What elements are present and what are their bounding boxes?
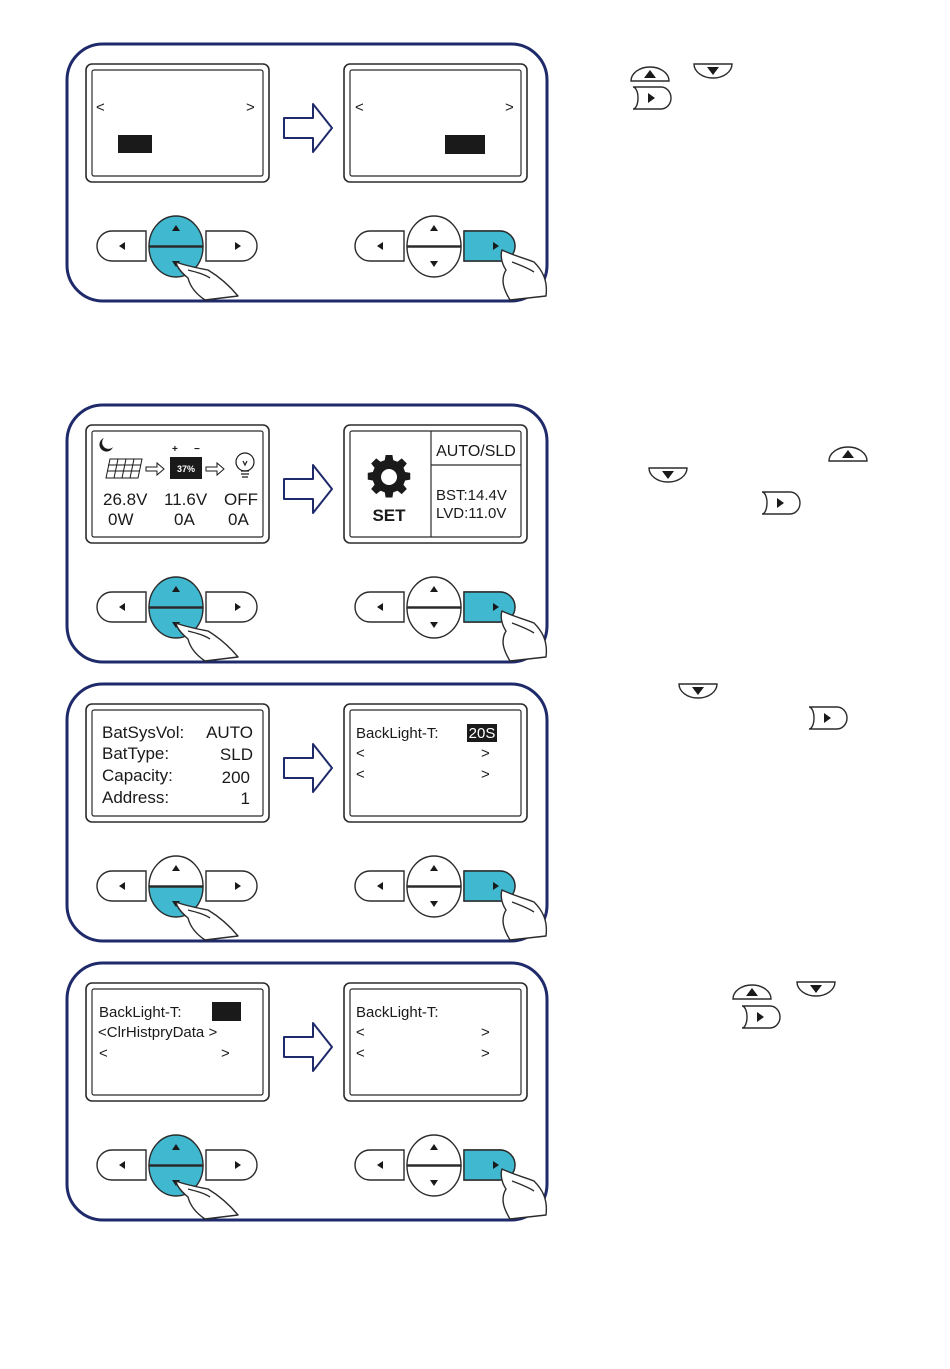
panel-2: + − 37% 26.8V 0W 11.6V 0A OFF 0A <box>67 405 867 662</box>
battery-current: 0A <box>174 510 195 529</box>
pv-power: 0W <box>108 510 134 529</box>
lcd-screen-result: BackLight-T: < > < > <box>344 983 527 1101</box>
setting-value: SLD <box>220 745 253 764</box>
load-current: 0A <box>228 510 249 529</box>
bracket-right: > <box>246 99 255 116</box>
backlight-label: BackLight-T: <box>99 1004 182 1021</box>
lcd-screen-summary: SET AUTO/SLD BST:14.4V LVD:11.0V <box>344 425 527 543</box>
bracket-right: > <box>481 745 490 762</box>
cursor-highlight <box>212 1002 241 1021</box>
right-arrow-button-icon <box>762 492 800 514</box>
setting-label: Capacity: <box>102 766 173 785</box>
up-arrow-button-icon <box>829 447 867 461</box>
battery-voltage: 11.6V <box>164 490 208 509</box>
bracket-right: > <box>481 1024 490 1041</box>
setting-label: Address: <box>102 788 169 807</box>
setting-label: BatType: <box>102 744 169 763</box>
panel-4: BackLight-T: <ClrHistpryData > < > BackL… <box>67 963 835 1220</box>
lcd-screen-backlight: BackLight-T: 20S < > < > <box>344 704 527 822</box>
cursor-highlight <box>118 135 152 153</box>
svg-text:−: − <box>194 444 200 455</box>
bracket-right: > <box>221 1045 230 1062</box>
backlight-value: 20S <box>469 725 496 742</box>
gear-icon <box>368 455 411 498</box>
bracket-left: < <box>356 1024 365 1041</box>
bracket-left: < <box>355 99 364 116</box>
setting-value: 1 <box>241 789 250 808</box>
down-arrow-button-icon <box>694 64 732 78</box>
lvd-value: LVD:11.0V <box>436 505 506 522</box>
lcd-screen-settings: BatSysVol: AUTO BatType: SLD Capacity: 2… <box>86 704 269 822</box>
bracket-left: < <box>99 1045 108 1062</box>
clear-history-item: <ClrHistpryData > <box>98 1024 217 1041</box>
svg-text:+: + <box>172 444 178 455</box>
bracket-right: > <box>481 766 490 783</box>
setting-label: BatSysVol: <box>102 723 184 742</box>
load-state: OFF <box>224 490 258 509</box>
set-label: SET <box>372 506 406 525</box>
down-arrow-button-icon <box>649 468 687 482</box>
panel-1: < > < > <box>67 44 732 301</box>
pv-voltage: 26.8V <box>103 490 148 509</box>
right-arrow-button-icon <box>742 1006 780 1028</box>
cursor-highlight <box>445 135 485 154</box>
bracket-right: > <box>481 1045 490 1062</box>
bracket-left: < <box>96 99 105 116</box>
bracket-left: < <box>356 745 365 762</box>
down-arrow-button-icon <box>797 982 835 996</box>
mode-label: AUTO/SLD <box>436 443 516 460</box>
up-arrow-button-icon <box>733 985 771 999</box>
bracket-left: < <box>356 766 365 783</box>
lcd-screen-left: < > <box>86 64 269 182</box>
down-arrow-button-icon <box>679 684 717 698</box>
lcd-screen-right: < > <box>344 64 527 182</box>
panel-3: BatSysVol: AUTO BatType: SLD Capacity: 2… <box>67 684 847 941</box>
up-arrow-button-icon <box>631 67 669 81</box>
backlight-label: BackLight-T: <box>356 725 439 742</box>
right-arrow-button-icon <box>633 87 671 109</box>
setting-value: 200 <box>222 768 250 787</box>
bracket-left: < <box>356 1045 365 1062</box>
bracket-right: > <box>505 99 514 116</box>
lcd-screen-history: BackLight-T: <ClrHistpryData > < > <box>86 983 269 1101</box>
backlight-label: BackLight-T: <box>356 1004 439 1021</box>
setting-value: AUTO <box>206 723 253 742</box>
lcd-screen-home: + − 37% 26.8V 0W 11.6V 0A OFF 0A <box>86 425 269 543</box>
bst-value: BST:14.4V <box>436 487 507 504</box>
battery-percent: 37% <box>177 464 195 474</box>
right-arrow-button-icon <box>809 707 847 729</box>
